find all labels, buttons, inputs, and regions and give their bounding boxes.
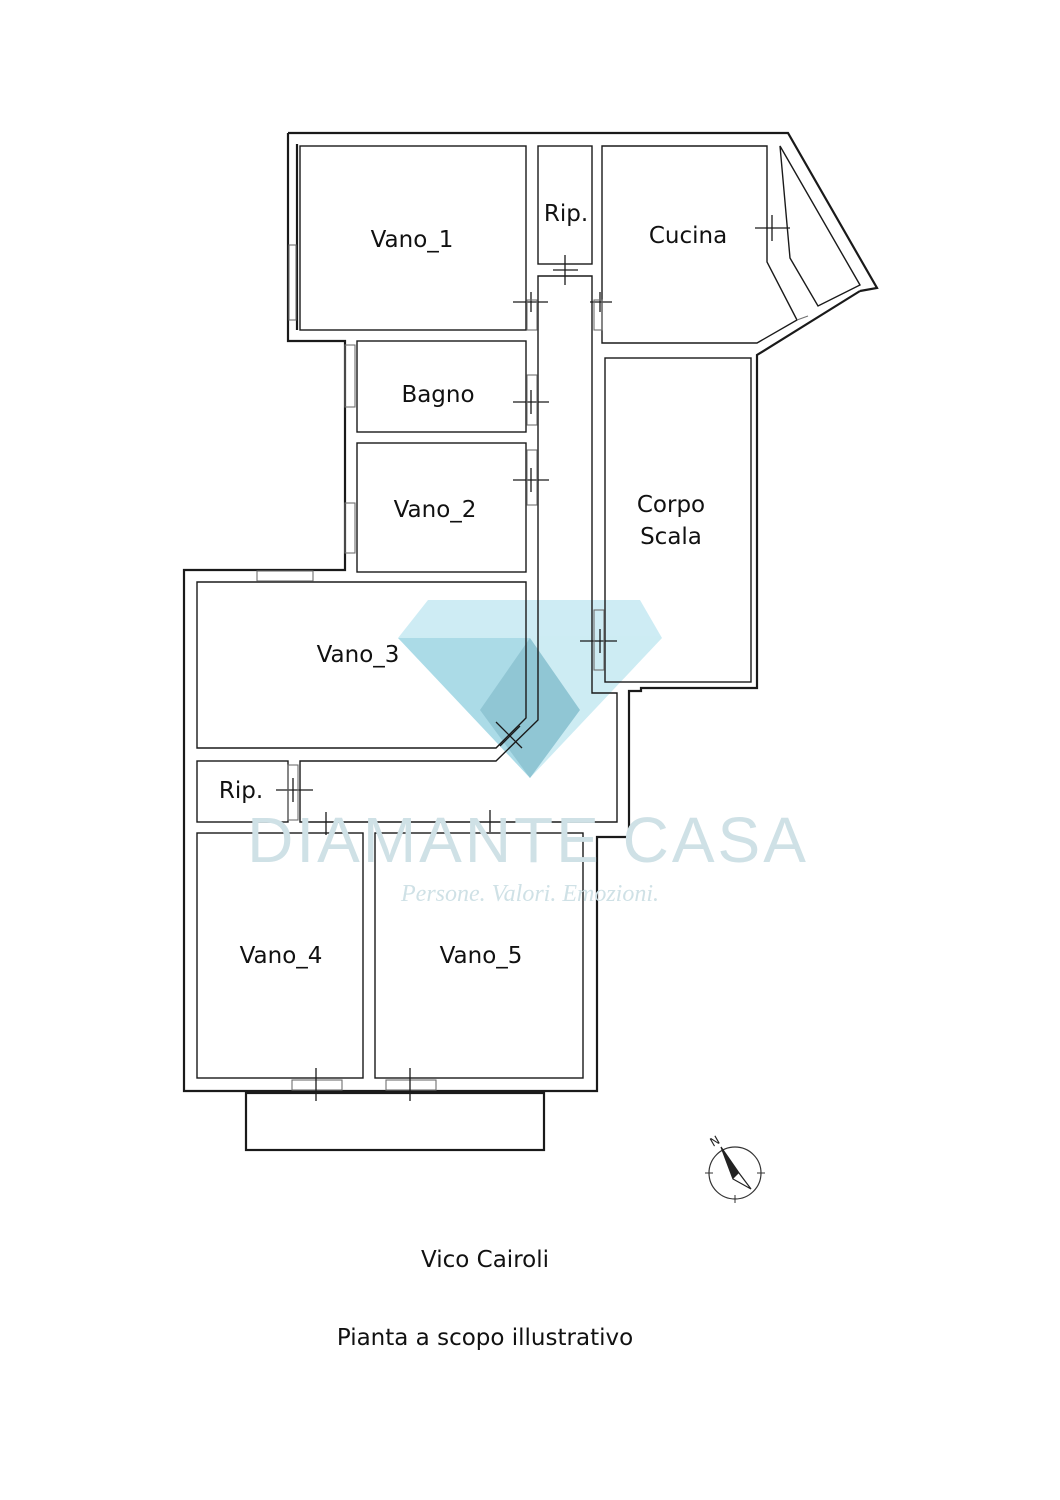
watermark-tagline: Persone. Valori. Emozioni. — [400, 881, 659, 907]
label-vano-3: Vano_3 — [317, 642, 400, 668]
diamond-left-facet — [398, 638, 530, 778]
label-vano-5: Vano_5 — [440, 943, 523, 969]
diamond-right-facet — [530, 638, 662, 778]
label-vano-2: Vano_2 — [394, 497, 477, 523]
room-vano-2 — [356, 442, 527, 573]
label-scala: Scala — [640, 524, 702, 550]
watermark-text: DIAMANTE CASA Persone. Valori. Emozioni. — [247, 804, 809, 907]
room-vano-4 — [196, 832, 364, 1079]
label-cucina: Cucina — [649, 223, 727, 249]
label-vano-4: Vano_4 — [240, 943, 323, 969]
compass-north-label: N — [708, 1133, 723, 1150]
room-bagno — [356, 340, 527, 433]
label-rip-bottom: Rip. — [219, 778, 263, 804]
diamond-center-facet — [480, 638, 580, 778]
label-corpo: Corpo — [637, 492, 705, 518]
watermark-diamond-logo — [398, 600, 662, 778]
label-vano-1: Vano_1 — [371, 227, 454, 253]
outer-walls — [182, 131, 879, 1152]
watermark-brand: DIAMANTE CASA — [247, 804, 809, 876]
room-vano-1 — [299, 145, 527, 331]
street-name: Vico Cairoli — [421, 1247, 549, 1273]
diamond-top-band — [398, 600, 662, 638]
room-balcony — [779, 145, 861, 307]
room-labels: Vano_1 Rip. Cucina Bagno Vano_2 Corpo Sc… — [219, 201, 727, 969]
window-marks — [256, 244, 809, 1101]
illustrative-note: Pianta a scopo illustrativo — [336, 1325, 634, 1351]
door-marks — [276, 215, 790, 835]
label-bagno: Bagno — [401, 382, 474, 408]
room-vano-3 — [196, 581, 527, 749]
label-rip-top: Rip. — [544, 201, 588, 227]
corridor — [299, 275, 618, 823]
room-vano-5 — [374, 832, 584, 1079]
room-corpo-scala — [604, 357, 752, 683]
compass-icon: N — [705, 1133, 765, 1203]
